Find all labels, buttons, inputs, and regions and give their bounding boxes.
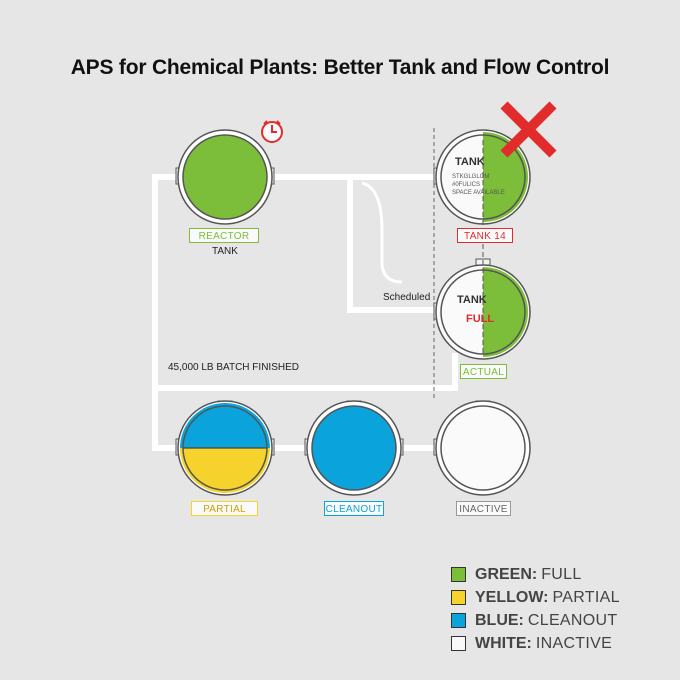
tank14-inner-line-1: STKGLGLOM xyxy=(452,174,490,180)
legend-item-white: WHITE: INACTIVE xyxy=(451,632,620,655)
green-swatch xyxy=(451,567,466,582)
legend-value: PARTIAL xyxy=(552,588,620,606)
scheduled-label: Scheduled xyxy=(383,292,431,303)
legend-key: WHITE: xyxy=(475,634,532,652)
tank14-inner-line-2: #0FULICS xyxy=(452,182,481,188)
cleanout-tank[interactable] xyxy=(304,400,404,496)
blue-swatch xyxy=(451,613,466,628)
inactive-tank[interactable] xyxy=(433,400,531,496)
legend-value: FULL xyxy=(541,565,582,583)
clock-icon xyxy=(261,120,283,143)
legend: GREEN: FULL YELLOW: PARTIAL BLUE: CLEANO… xyxy=(451,563,620,655)
reactor-label: REACTOR xyxy=(189,228,259,243)
actual-label: ACTUAL xyxy=(460,364,507,379)
legend-value: INACTIVE xyxy=(535,634,613,652)
actual-inner-status: FULL xyxy=(466,313,495,325)
tank14-label: TANK 14 xyxy=(457,228,513,243)
tank14-inner-title: TANK xyxy=(455,156,485,168)
partial-tank[interactable] xyxy=(175,400,275,498)
legend-item-yellow: YELLOW: PARTIAL xyxy=(451,586,620,609)
pipe-scheduled xyxy=(347,177,441,313)
partial-label: PARTIAL xyxy=(191,501,258,516)
legend-item-green: GREEN: FULL xyxy=(451,563,620,586)
white-swatch xyxy=(451,636,466,651)
legend-key: BLUE: xyxy=(475,611,524,629)
reactor-tank[interactable] xyxy=(175,129,275,225)
actual-tank[interactable] xyxy=(433,258,531,360)
actual-inner-title: TANK xyxy=(457,294,487,306)
inactive-label: INACTIVE xyxy=(456,501,511,516)
legend-value: CLEANOUT xyxy=(527,611,618,629)
pipe-network xyxy=(152,174,458,451)
batch-finished-label: 45,000 LB BATCH FINISHED xyxy=(168,362,299,373)
yellow-swatch xyxy=(451,590,466,605)
pipe-reactor-left xyxy=(152,174,183,451)
tank14-inner-line-3: SPACE AVAILABLE xyxy=(452,190,505,196)
cleanout-label: CLEANOUT xyxy=(324,501,384,516)
legend-key: YELLOW: xyxy=(475,588,549,606)
scheduled-arc xyxy=(361,181,403,284)
legend-item-blue: BLUE: CLEANOUT xyxy=(451,609,620,632)
page-title: APS for Chemical Plants: Better Tank and… xyxy=(70,56,610,79)
cross-icon xyxy=(500,101,557,158)
legend-key: GREEN: xyxy=(475,565,538,583)
pipe-actual-return xyxy=(155,353,458,391)
reactor-sublabel: TANK xyxy=(212,246,238,257)
